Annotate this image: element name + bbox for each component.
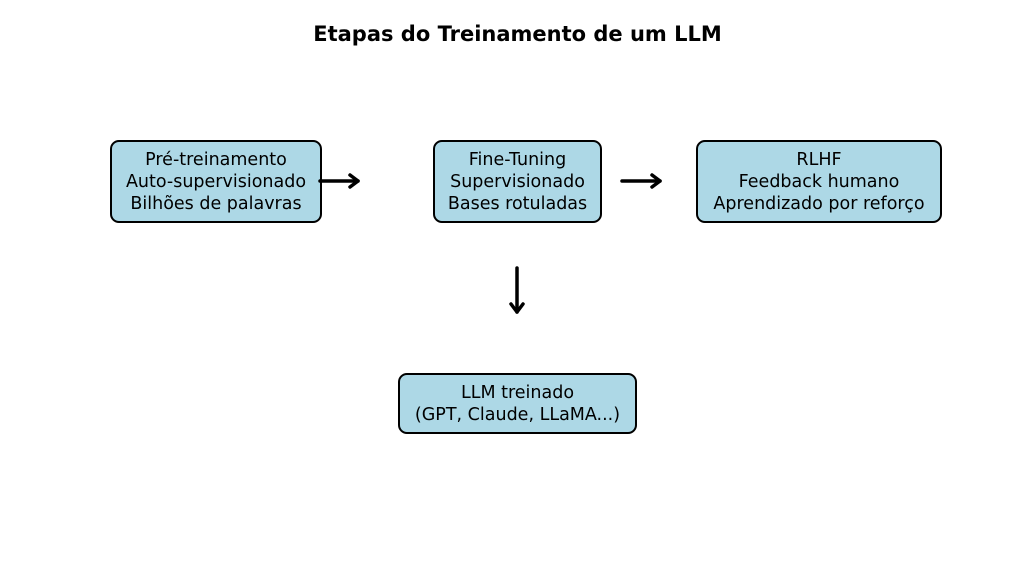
node-pretraining-line-1: Pré-treinamento (145, 149, 287, 170)
node-rlhf-line-3: Aprendizado por reforço (713, 193, 925, 214)
node-finetuning-line-3: Bases rotuladas (447, 193, 588, 214)
node-rlhf-line-1: RLHF (796, 149, 842, 170)
arrow-pretraining-to-finetuning (318, 173, 360, 189)
node-pretraining-line-3: Bilhões de palavras (130, 193, 302, 214)
node-result-line-2: (GPT, Claude, LLaMA...) (414, 404, 621, 425)
arrow-finetuning-to-result (509, 266, 525, 314)
node-pretraining-line-2: Auto-supervisionado (125, 171, 307, 192)
node-pretraining: Pré-treinamento Auto-supervisionado Bilh… (110, 140, 322, 223)
node-rlhf-line-2: Feedback humano (738, 171, 900, 192)
node-rlhf: RLHF Feedback humano Aprendizado por ref… (696, 140, 942, 223)
node-result-line-1: LLM treinado (460, 382, 575, 403)
diagram-title: Etapas do Treinamento de um LLM (313, 22, 722, 46)
node-finetuning-line-2: Supervisionado (450, 171, 585, 192)
node-finetuning: Fine-Tuning Supervisionado Bases rotulad… (433, 140, 602, 223)
arrow-finetuning-to-rlhf (620, 173, 662, 189)
node-finetuning-line-1: Fine-Tuning (468, 149, 567, 170)
node-result: LLM treinado (GPT, Claude, LLaMA...) (398, 373, 637, 434)
